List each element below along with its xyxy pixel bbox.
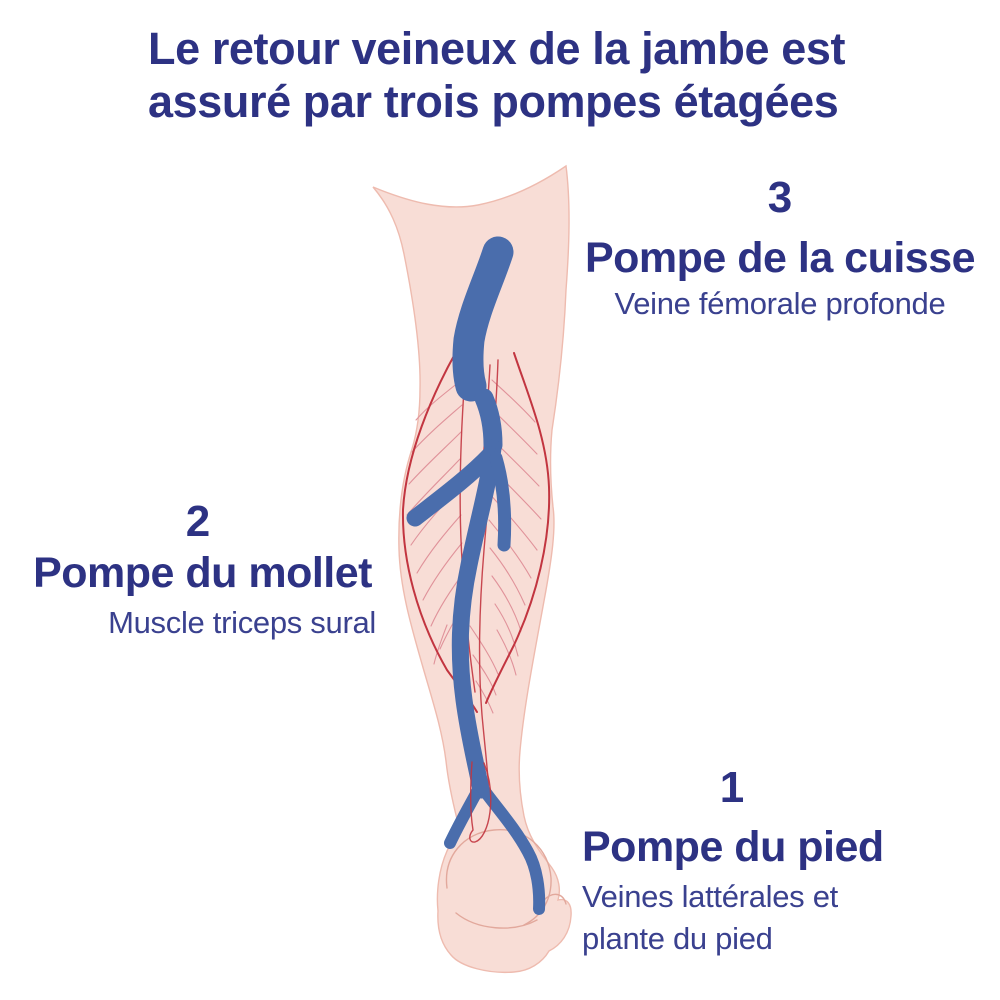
pump-detail-pied: Veines lattérales et plante du pied <box>582 879 838 956</box>
popliteal-segment <box>474 388 503 455</box>
pump-label-pied: 1 Pompe du pied Veines lattérales et pla… <box>582 762 892 960</box>
calf-branch-left <box>406 446 499 527</box>
pump-detail-cuisse: Veine fémorale profonde <box>614 286 946 321</box>
ankle-branch-lateral <box>475 780 546 915</box>
deep-vein <box>406 236 546 915</box>
diagram-title-line1: Le retour veineux de la jambe est <box>148 23 846 74</box>
calf-branch-right <box>489 451 512 552</box>
tibial-segment <box>451 439 502 799</box>
ankle-vein-loop <box>469 761 492 843</box>
ankle-branch-medial <box>444 782 485 849</box>
pump-name-mollet: Pompe du mollet <box>33 549 372 597</box>
pump-name-pied: Pompe du pied <box>582 823 884 871</box>
pump-number-cuisse: 3 <box>767 173 793 222</box>
pump-number-mollet: 2 <box>185 497 211 546</box>
diagram-title: Le retour veineux de la jambe est assuré… <box>148 22 908 128</box>
pump-name-cuisse: Pompe de la cuisse <box>584 234 976 282</box>
pump-number-pied: 1 <box>719 763 745 812</box>
diagram-title-line2: assuré par trois pompes étagées <box>148 76 839 127</box>
femoral-vein-segment <box>452 236 514 402</box>
pump-label-cuisse: 3 Pompe de la cuisse Veine fémorale prof… <box>582 172 978 325</box>
pump-detail-mollet: Muscle triceps sural <box>108 605 376 640</box>
heel-creases <box>445 829 567 929</box>
